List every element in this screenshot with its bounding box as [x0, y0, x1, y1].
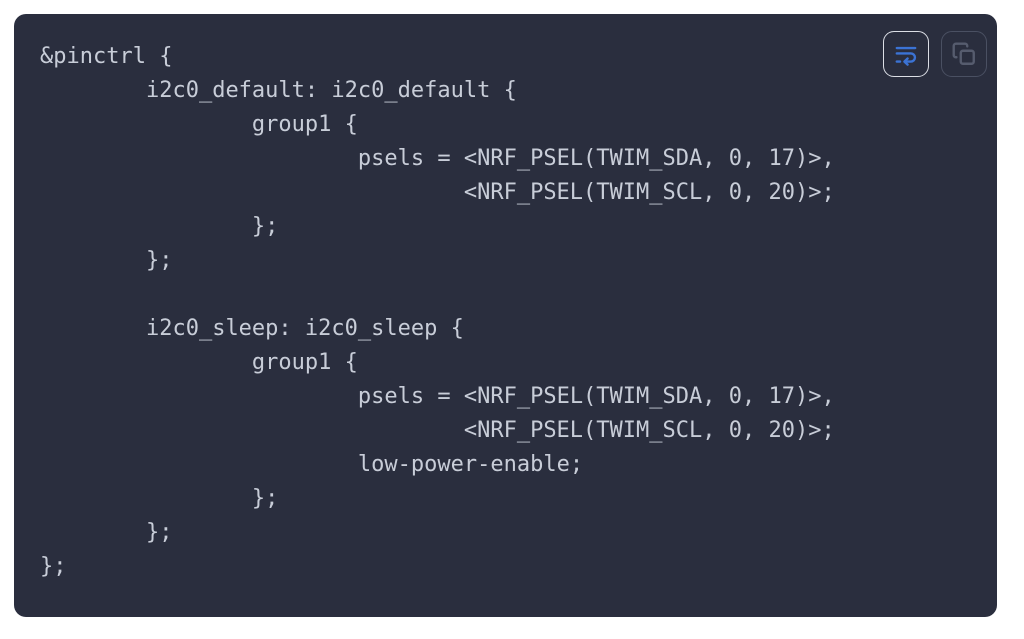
copy-button[interactable]: [941, 31, 987, 77]
code-content: &pinctrl { i2c0_default: i2c0_default { …: [40, 44, 835, 579]
wrap-icon: [893, 41, 919, 67]
code-snippet-card: &pinctrl { i2c0_default: i2c0_default { …: [14, 14, 997, 617]
code-toolbar: [883, 31, 987, 77]
copy-icon: [951, 41, 977, 67]
word-wrap-toggle-button[interactable]: [883, 31, 929, 77]
